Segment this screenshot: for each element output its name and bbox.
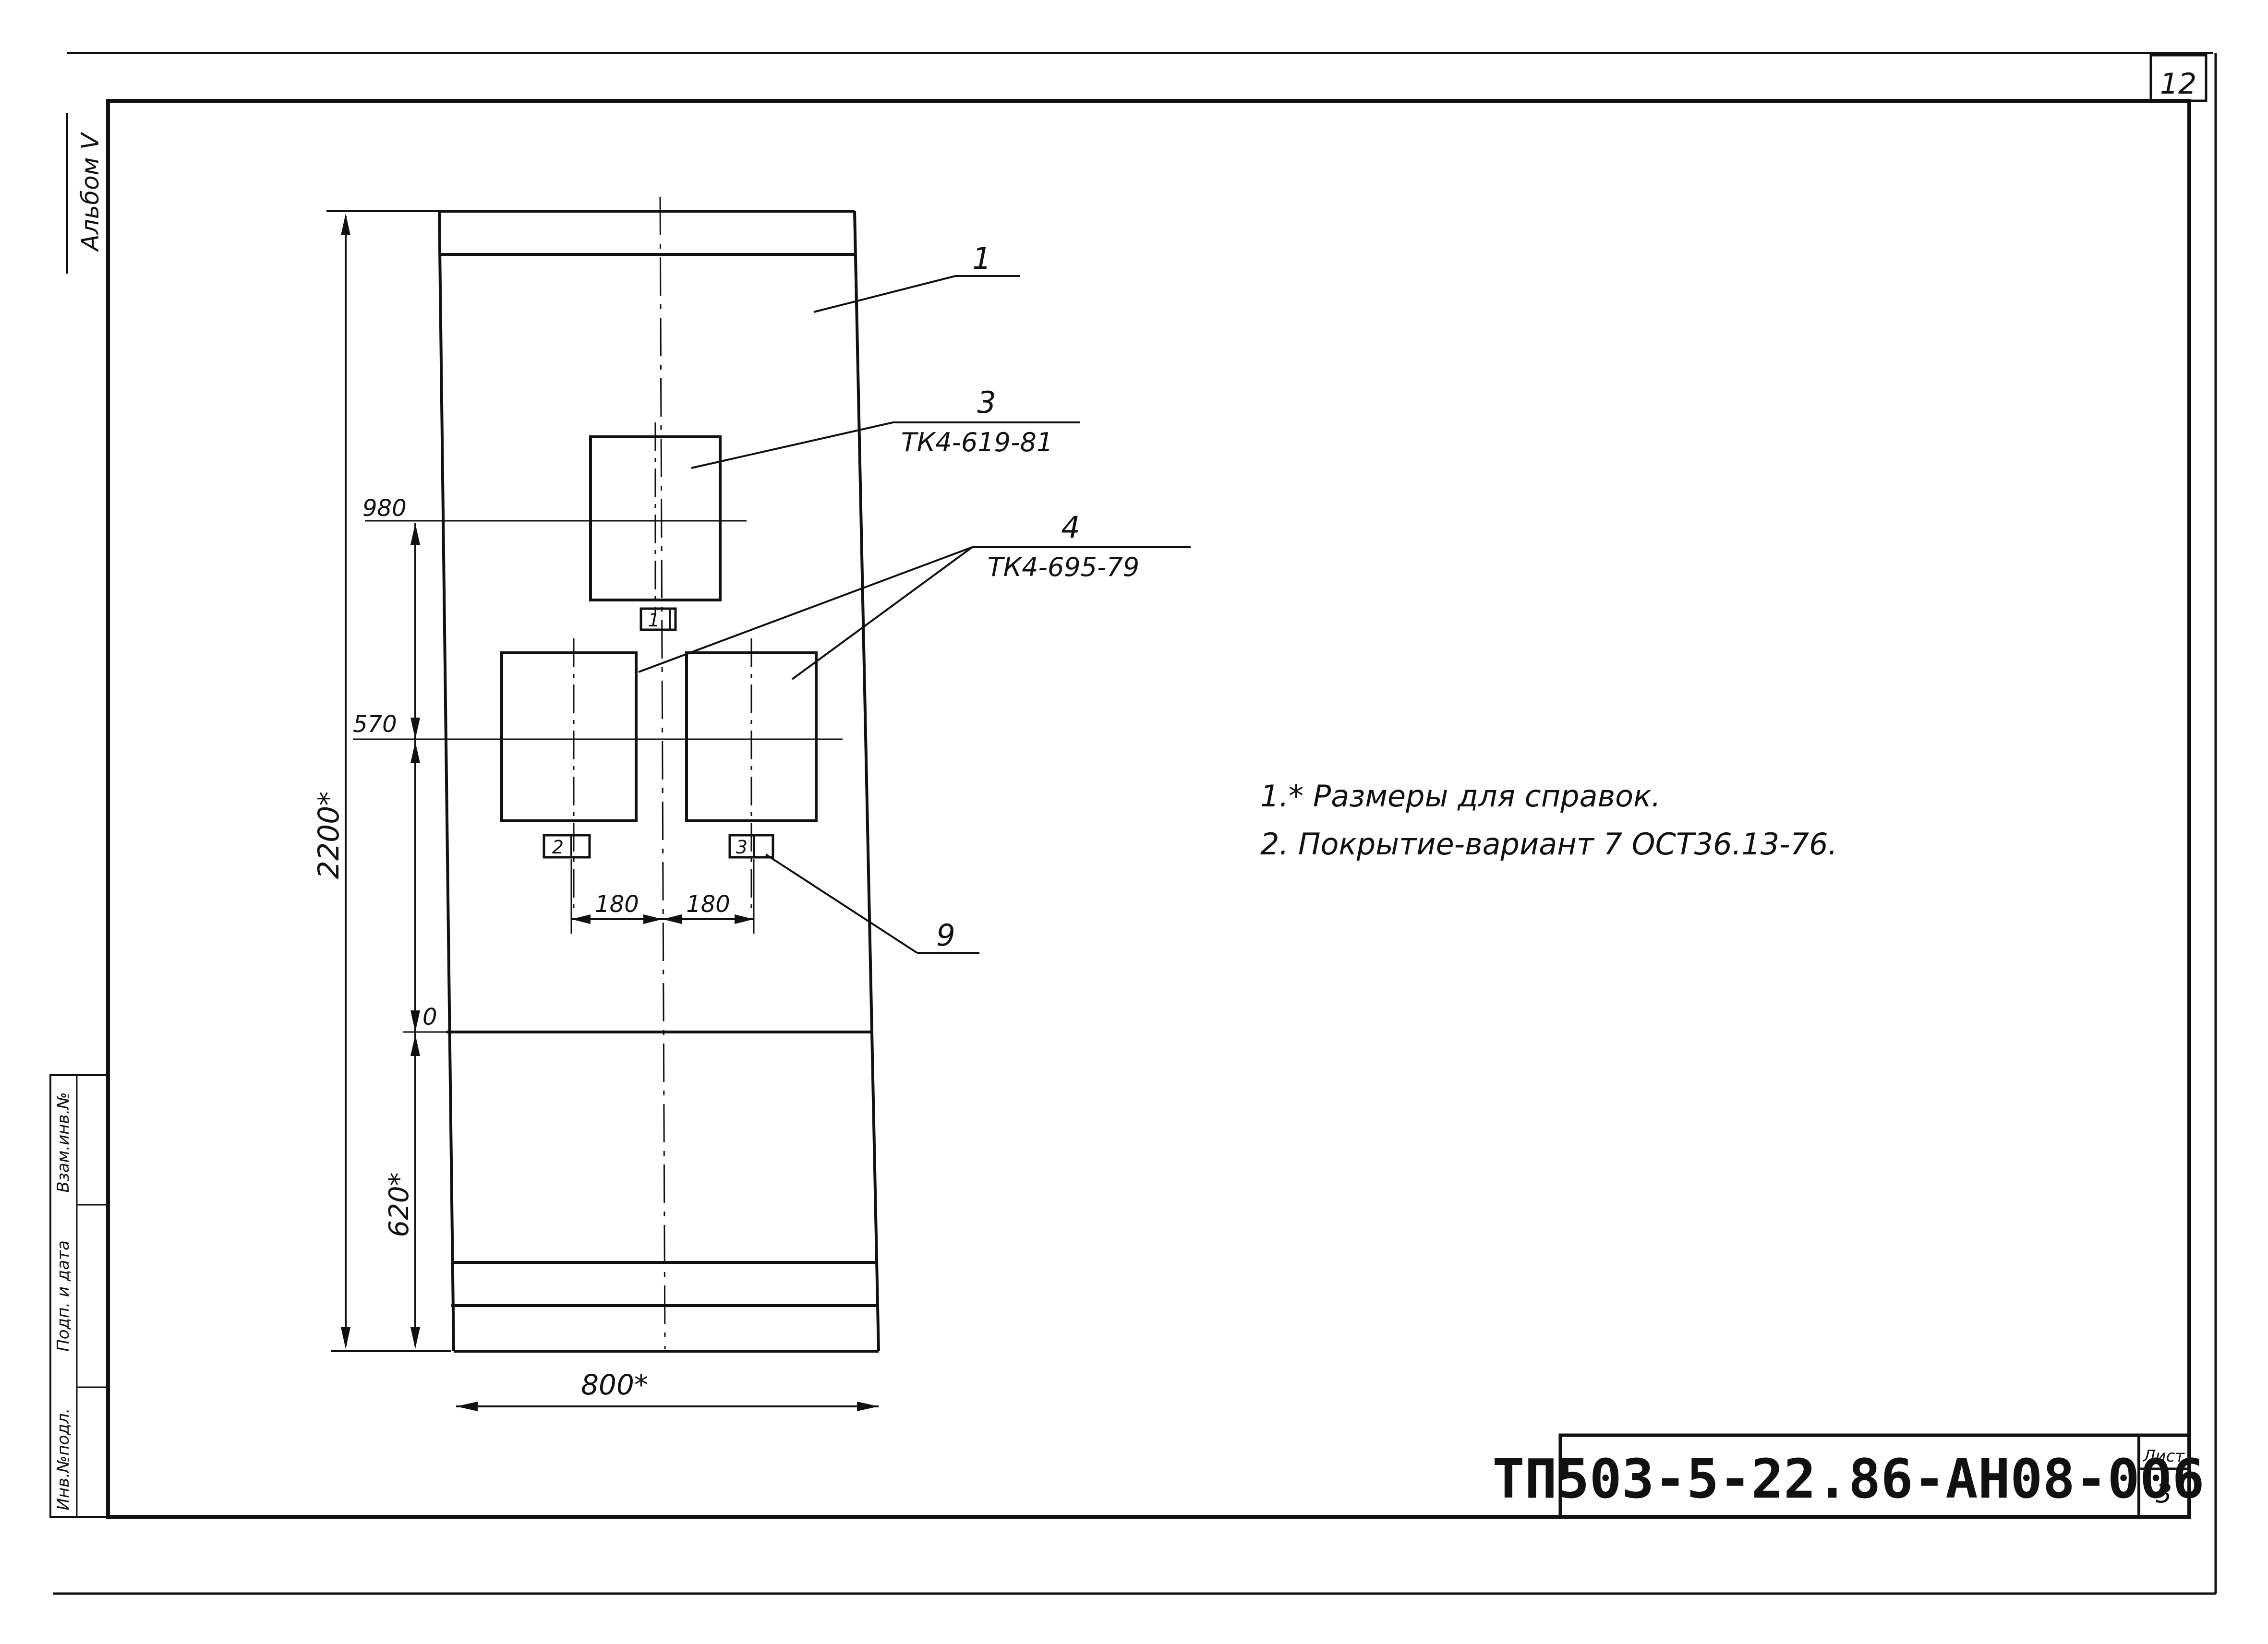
dim-arrow (410, 742, 420, 763)
dim-arrow (857, 1402, 879, 1411)
sheet-label: Лист (2142, 1447, 2185, 1466)
title-block: ТП503-5-22.86-АН08-006 Лист 3 (1492, 1433, 2205, 1519)
side-stamp-frame (49, 1074, 109, 1518)
instrument-lower-left (500, 651, 638, 822)
dim-arrow (410, 1010, 420, 1032)
document-designation: ТП503-5-22.86-АН08-006 (1492, 1448, 2204, 1511)
sheet-number-box (2149, 54, 2208, 102)
dim-arrow (410, 1327, 420, 1349)
title-block-frame (1558, 1433, 2191, 1519)
notes: 1.* Размеры для справок. 2. Покрытие-вар… (1260, 779, 1837, 862)
dim-arrow (663, 914, 682, 924)
dim-arrow (341, 1327, 350, 1349)
dim-arrow (410, 1034, 420, 1056)
callout-pos-4-ref: ТК4-695-79 (988, 552, 1139, 582)
dim-arrow (571, 914, 591, 924)
drawing-frame (106, 99, 2191, 1519)
cabinet-left-edge (438, 211, 455, 1352)
dimensions: 2200* 980 570 0 620* 800* 180 180 (312, 210, 879, 1411)
dim-width: 800* (581, 1368, 648, 1401)
note-2: 2. Покрытие-вариант 7 ОСТ36.13-76. (1260, 827, 1837, 862)
side-stamp-cell-3: Взам.инв.№ (54, 1092, 73, 1192)
level-middle: 570 (353, 711, 397, 738)
dim-arrow (410, 523, 420, 545)
dim-total-height: 2200* (312, 792, 346, 879)
label-tag-1 (639, 607, 677, 631)
center-axis (659, 196, 666, 1349)
dim-base-height: 620* (384, 1173, 415, 1237)
dim-spacing-left: 180 (595, 891, 639, 918)
label-tag-3 (728, 834, 774, 859)
callout-pos-4: 4 (1061, 510, 1080, 545)
callout-pos-9: 9 (936, 918, 955, 953)
dim-spacing-right: 180 (686, 891, 730, 918)
dim-arrow (341, 214, 350, 235)
callouts: 1 3 ТК4-619-81 4 ТК4-695-79 9 (638, 241, 1191, 954)
leader-pos-1 (813, 275, 956, 313)
note-1: 1.* Размеры для справок. (1260, 779, 1661, 814)
dim-arrow (410, 718, 420, 739)
label-tag-2 (543, 834, 591, 859)
leader-pos-9 (765, 853, 918, 954)
side-stamp-cell-1: Инв.№подл. (54, 1408, 73, 1511)
leader-pos-4-left (638, 546, 973, 673)
dim-arrow (735, 914, 754, 924)
label-tag-2-text: 2 (552, 837, 564, 858)
callout-pos-1: 1 (972, 241, 991, 276)
album-label: Альбом V (76, 132, 104, 252)
label-tag-1-text: 1 (648, 610, 660, 631)
label-tag-3-text: 3 (736, 837, 748, 858)
side-stamp-cell-2: Подп. и дата (54, 1240, 73, 1352)
sheet-value: 3 (2156, 1478, 2172, 1509)
cabinet-right-edge (853, 211, 880, 1352)
level-zero: 0 (422, 1004, 437, 1031)
sheet-number: 12 (2160, 67, 2196, 101)
level-upper: 980 (362, 495, 407, 522)
callout-pos-3: 3 (977, 385, 996, 420)
instruments: 1 2 3 (403, 422, 843, 912)
callout-pos-3-ref: ТК4-619-81 (901, 427, 1053, 457)
leader-pos-4-right (791, 546, 973, 680)
dim-arrow (643, 914, 663, 924)
cabinet (438, 196, 880, 1353)
dim-arrow (456, 1402, 478, 1411)
leader-pos-3 (691, 421, 893, 469)
